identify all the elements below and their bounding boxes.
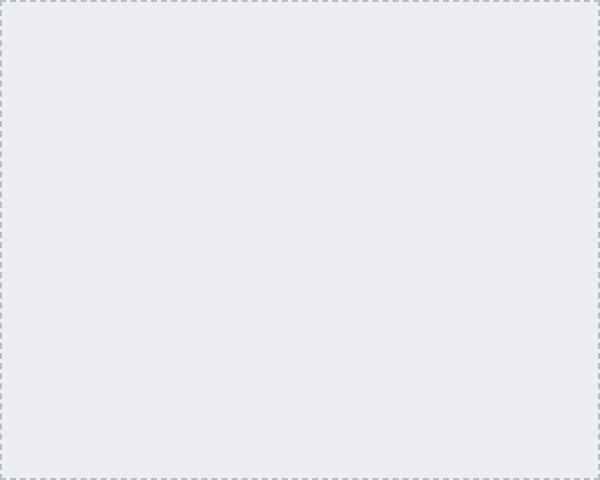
image-placeholder	[0, 0, 600, 480]
